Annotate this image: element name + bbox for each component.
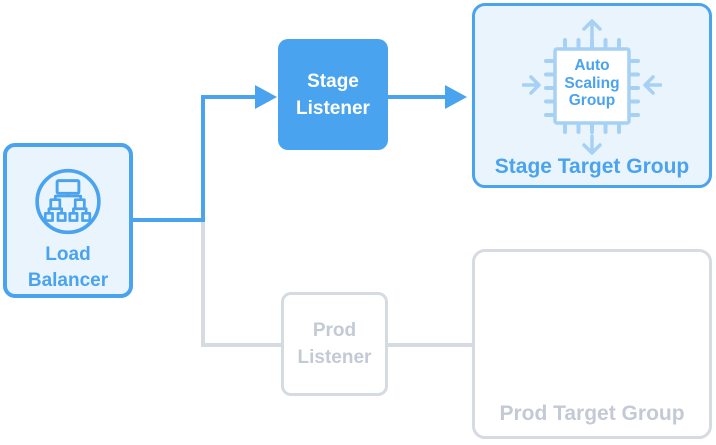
node-stage-listener: Stage Listener [278, 39, 388, 150]
edge-prod-listener-to-tg [385, 343, 474, 347]
prod-listener-label: Prod Listener [297, 320, 372, 368]
node-prod-target-group: Prod Target Group [472, 249, 712, 439]
arrowhead-into-stage-listener [255, 85, 277, 109]
auto-scaling-group-caption: Auto Scaling Group [564, 57, 620, 109]
edge-branch-up [201, 95, 205, 222]
node-stage-target-group: Auto Scaling Group Stage Target Group [472, 3, 712, 188]
edge-to-stage-listener [201, 95, 256, 99]
node-prod-listener: Prod Listener [281, 292, 388, 396]
stage-target-group-label: Stage Target Group [494, 155, 690, 178]
stage-listener-label: Stage Listener [296, 70, 370, 119]
edge-stage-listener-to-tg [386, 95, 446, 99]
edge-branch-down [201, 222, 205, 347]
load-balancer-label: Load Balancer [27, 244, 109, 291]
prod-target-group-label: Prod Target Group [499, 402, 685, 425]
edge-to-prod-listener [201, 343, 284, 347]
node-load-balancer: Load Balancer [3, 143, 133, 298]
auto-scaling-group-chip-icon [522, 19, 662, 155]
arrowhead-into-stage-tg [445, 85, 467, 109]
edge-lb-to-branch [131, 218, 205, 222]
load-balancer-network-icon [35, 168, 101, 235]
